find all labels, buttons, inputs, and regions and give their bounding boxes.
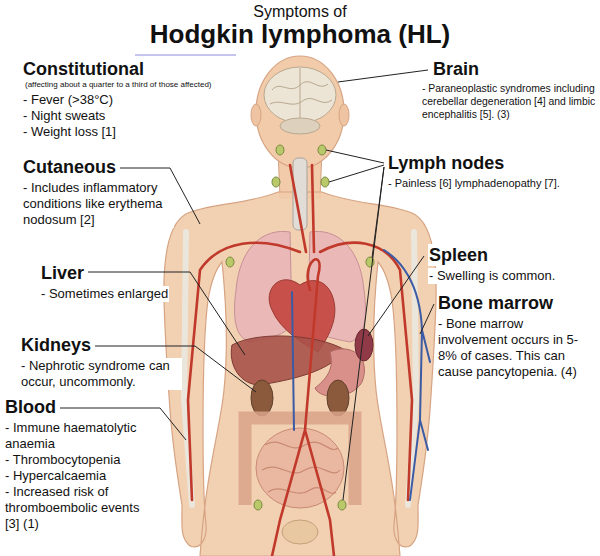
organ-heading: Constitutional xyxy=(22,58,145,80)
symptom-text: - Sometimes enlarged xyxy=(40,286,169,302)
symptom-text: - Fever (>38°C) xyxy=(22,92,114,108)
note-text: (affecting about a quarter to a third of… xyxy=(24,80,213,90)
lymph-node xyxy=(321,177,329,187)
lymph-node xyxy=(254,500,262,510)
ear xyxy=(251,104,261,126)
symptom-text: - Swelling is common. xyxy=(428,268,556,284)
leader-line xyxy=(368,256,424,336)
organ-heading: Kidneys xyxy=(20,334,92,356)
rule-line xyxy=(135,55,236,56)
spleen xyxy=(355,329,373,361)
symptom-text: - Painless [6] lymphadenopathy [7]. xyxy=(387,176,561,190)
intestine-coils xyxy=(262,442,340,493)
lymph-node xyxy=(338,500,346,510)
leader-line xyxy=(338,70,428,82)
ear xyxy=(339,104,349,126)
lymph-node xyxy=(272,177,280,187)
organ-heading: Cutaneous xyxy=(22,156,117,178)
kidney xyxy=(327,380,349,416)
bladder xyxy=(282,520,318,544)
symptom-text: - Includes inflammatory conditions like … xyxy=(22,180,174,228)
symptom-text: - Immune haematolytic anaemia xyxy=(4,420,151,452)
leader-line xyxy=(88,272,245,355)
symptom-text: - Paraneoplastic syndromes including cer… xyxy=(421,82,597,121)
leader-line xyxy=(326,150,384,163)
symptom-text: - Hypercalcaemia xyxy=(4,468,107,484)
organ-heading: Spleen xyxy=(428,244,489,266)
organ-heading: Lymph nodes xyxy=(387,152,505,174)
leader-line xyxy=(420,304,434,334)
organ-heading: Liver xyxy=(40,262,85,284)
symptom-text: - Weight loss [1] xyxy=(22,124,117,140)
symptom-text: - Nephrotic syndrome can occur, uncommon… xyxy=(20,358,182,390)
organ-heading: Blood xyxy=(4,396,57,418)
symptom-text: - Increased risk of thromboembolic event… xyxy=(4,484,151,532)
symptom-text: - Bone marrow involvement occurs in 5-8%… xyxy=(437,316,586,380)
lymph-node xyxy=(226,257,234,267)
artery xyxy=(188,165,412,556)
symptom-text: - Night sweats xyxy=(22,108,106,124)
small-intestine xyxy=(256,428,344,508)
leader-line xyxy=(343,167,384,500)
symptom-text: - Thrombocytopenia xyxy=(4,452,121,468)
lymph-node xyxy=(318,145,326,155)
organ-heading: Bone marrow xyxy=(437,292,554,314)
lymph-node xyxy=(276,145,284,155)
vein xyxy=(292,250,430,500)
brain xyxy=(264,67,336,123)
torso-skin xyxy=(164,192,436,556)
leader-line xyxy=(329,165,384,182)
organ-heading: Brain xyxy=(432,58,480,80)
kidney xyxy=(251,380,273,416)
title: Hodgkin lymphoma (HL) xyxy=(149,19,451,49)
title-prefix: Symptoms of xyxy=(252,2,347,21)
lymph-nodes xyxy=(226,145,374,510)
brain-gyri xyxy=(270,68,332,120)
cerebellum xyxy=(280,118,320,134)
